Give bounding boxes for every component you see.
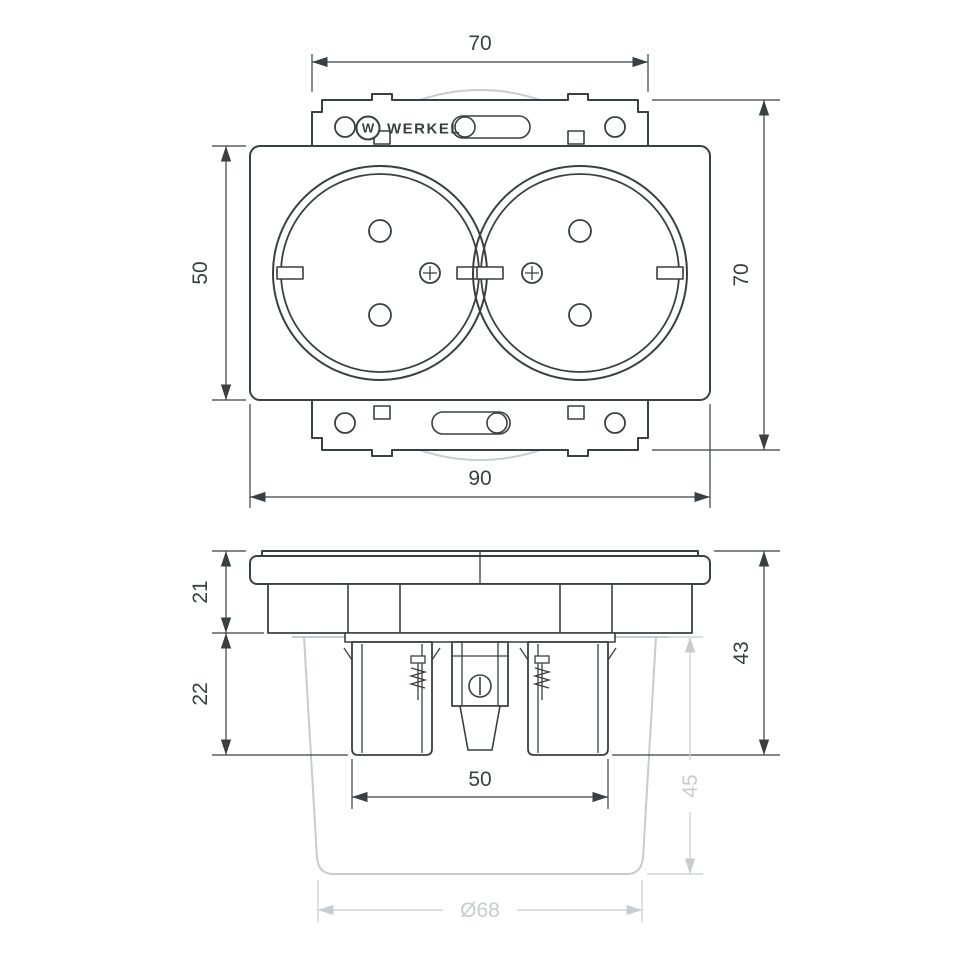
bracket-claw-window bbox=[567, 130, 585, 145]
well-left-flange bbox=[343, 647, 441, 661]
bracket-screw-hole bbox=[604, 412, 626, 434]
front-view: W WERKEL 70 bbox=[189, 32, 780, 508]
dim-plate-depth: 21 bbox=[189, 580, 212, 603]
extension-lines-left bbox=[212, 145, 246, 401]
dim-frame-height: 70 bbox=[730, 263, 753, 286]
claw-spring bbox=[532, 667, 552, 689]
claw-spring bbox=[408, 667, 428, 689]
dim-box-diameter: Ø68 bbox=[460, 899, 500, 922]
bracket-keyhole-slot bbox=[451, 115, 531, 139]
bracket-keyhole-slot-hole bbox=[486, 412, 508, 434]
earth-contact-slot bbox=[276, 266, 304, 280]
socket-right bbox=[472, 165, 688, 381]
bracket-keyhole-slot-hole bbox=[454, 116, 476, 138]
pin-hole bbox=[568, 303, 592, 327]
bracket-claw-window bbox=[373, 405, 391, 420]
bracket-claw-window bbox=[567, 405, 585, 420]
socket-well-right bbox=[527, 641, 609, 756]
central-lower-lug bbox=[459, 705, 501, 751]
claw-screw-head bbox=[534, 655, 550, 664]
extension-lines-top bbox=[311, 54, 649, 92]
side-view: 21 22 43 50 45 Ø68 bbox=[189, 550, 780, 923]
pin-hole bbox=[368, 303, 392, 327]
earth-contact-slot bbox=[656, 266, 684, 280]
central-body-ribs bbox=[452, 642, 508, 706]
bracket-screw-hole bbox=[334, 116, 356, 138]
dim-box-depth: 45 bbox=[679, 774, 702, 797]
well-right-flange bbox=[519, 647, 617, 661]
dim-total-depth: 43 bbox=[730, 641, 753, 664]
claw-screw-head bbox=[410, 655, 426, 664]
dim-plate-width: 90 bbox=[468, 467, 491, 490]
werkel-logo-letter: W bbox=[362, 121, 375, 136]
bracket-keyhole-slot bbox=[431, 411, 511, 435]
brand-name: WERKEL bbox=[387, 121, 461, 138]
extension-lines-bottom bbox=[249, 404, 711, 508]
bracket-screw-hole bbox=[604, 116, 626, 138]
werkel-logo-icon bbox=[355, 115, 381, 141]
pin-hole bbox=[368, 219, 392, 243]
extension-lines-68 bbox=[317, 880, 643, 923]
socket-mechanism-side bbox=[343, 632, 617, 756]
support-frame-side bbox=[267, 583, 693, 634]
pin-hole bbox=[568, 219, 592, 243]
box-body bbox=[303, 636, 657, 875]
dim-mechanism-width: 50 bbox=[468, 768, 491, 791]
socket-right-outer-ring bbox=[472, 165, 688, 381]
fixing-screw-cross bbox=[525, 266, 539, 280]
claw-screw-right bbox=[532, 655, 552, 700]
socket-left bbox=[272, 165, 488, 381]
dim-mechanism-depth: 22 bbox=[189, 682, 212, 705]
claw-screw-left bbox=[408, 655, 428, 700]
dim-frame-width: 70 bbox=[468, 32, 491, 55]
support-frame-ribs bbox=[347, 584, 613, 633]
dim-plate-height: 50 bbox=[189, 261, 212, 284]
socket-well-left bbox=[351, 641, 433, 756]
bracket-screw-hole bbox=[334, 412, 356, 434]
side-dimensions: 21 22 43 50 45 Ø68 bbox=[189, 550, 780, 923]
earth-contact-slot bbox=[476, 266, 504, 280]
mechanism-top-plate bbox=[344, 632, 616, 643]
extension-lines-right bbox=[652, 99, 780, 451]
extension-lines-45 bbox=[647, 636, 703, 875]
front-dimensions: 70 50 70 90 bbox=[189, 32, 780, 508]
fixing-screw-cross bbox=[423, 266, 437, 280]
